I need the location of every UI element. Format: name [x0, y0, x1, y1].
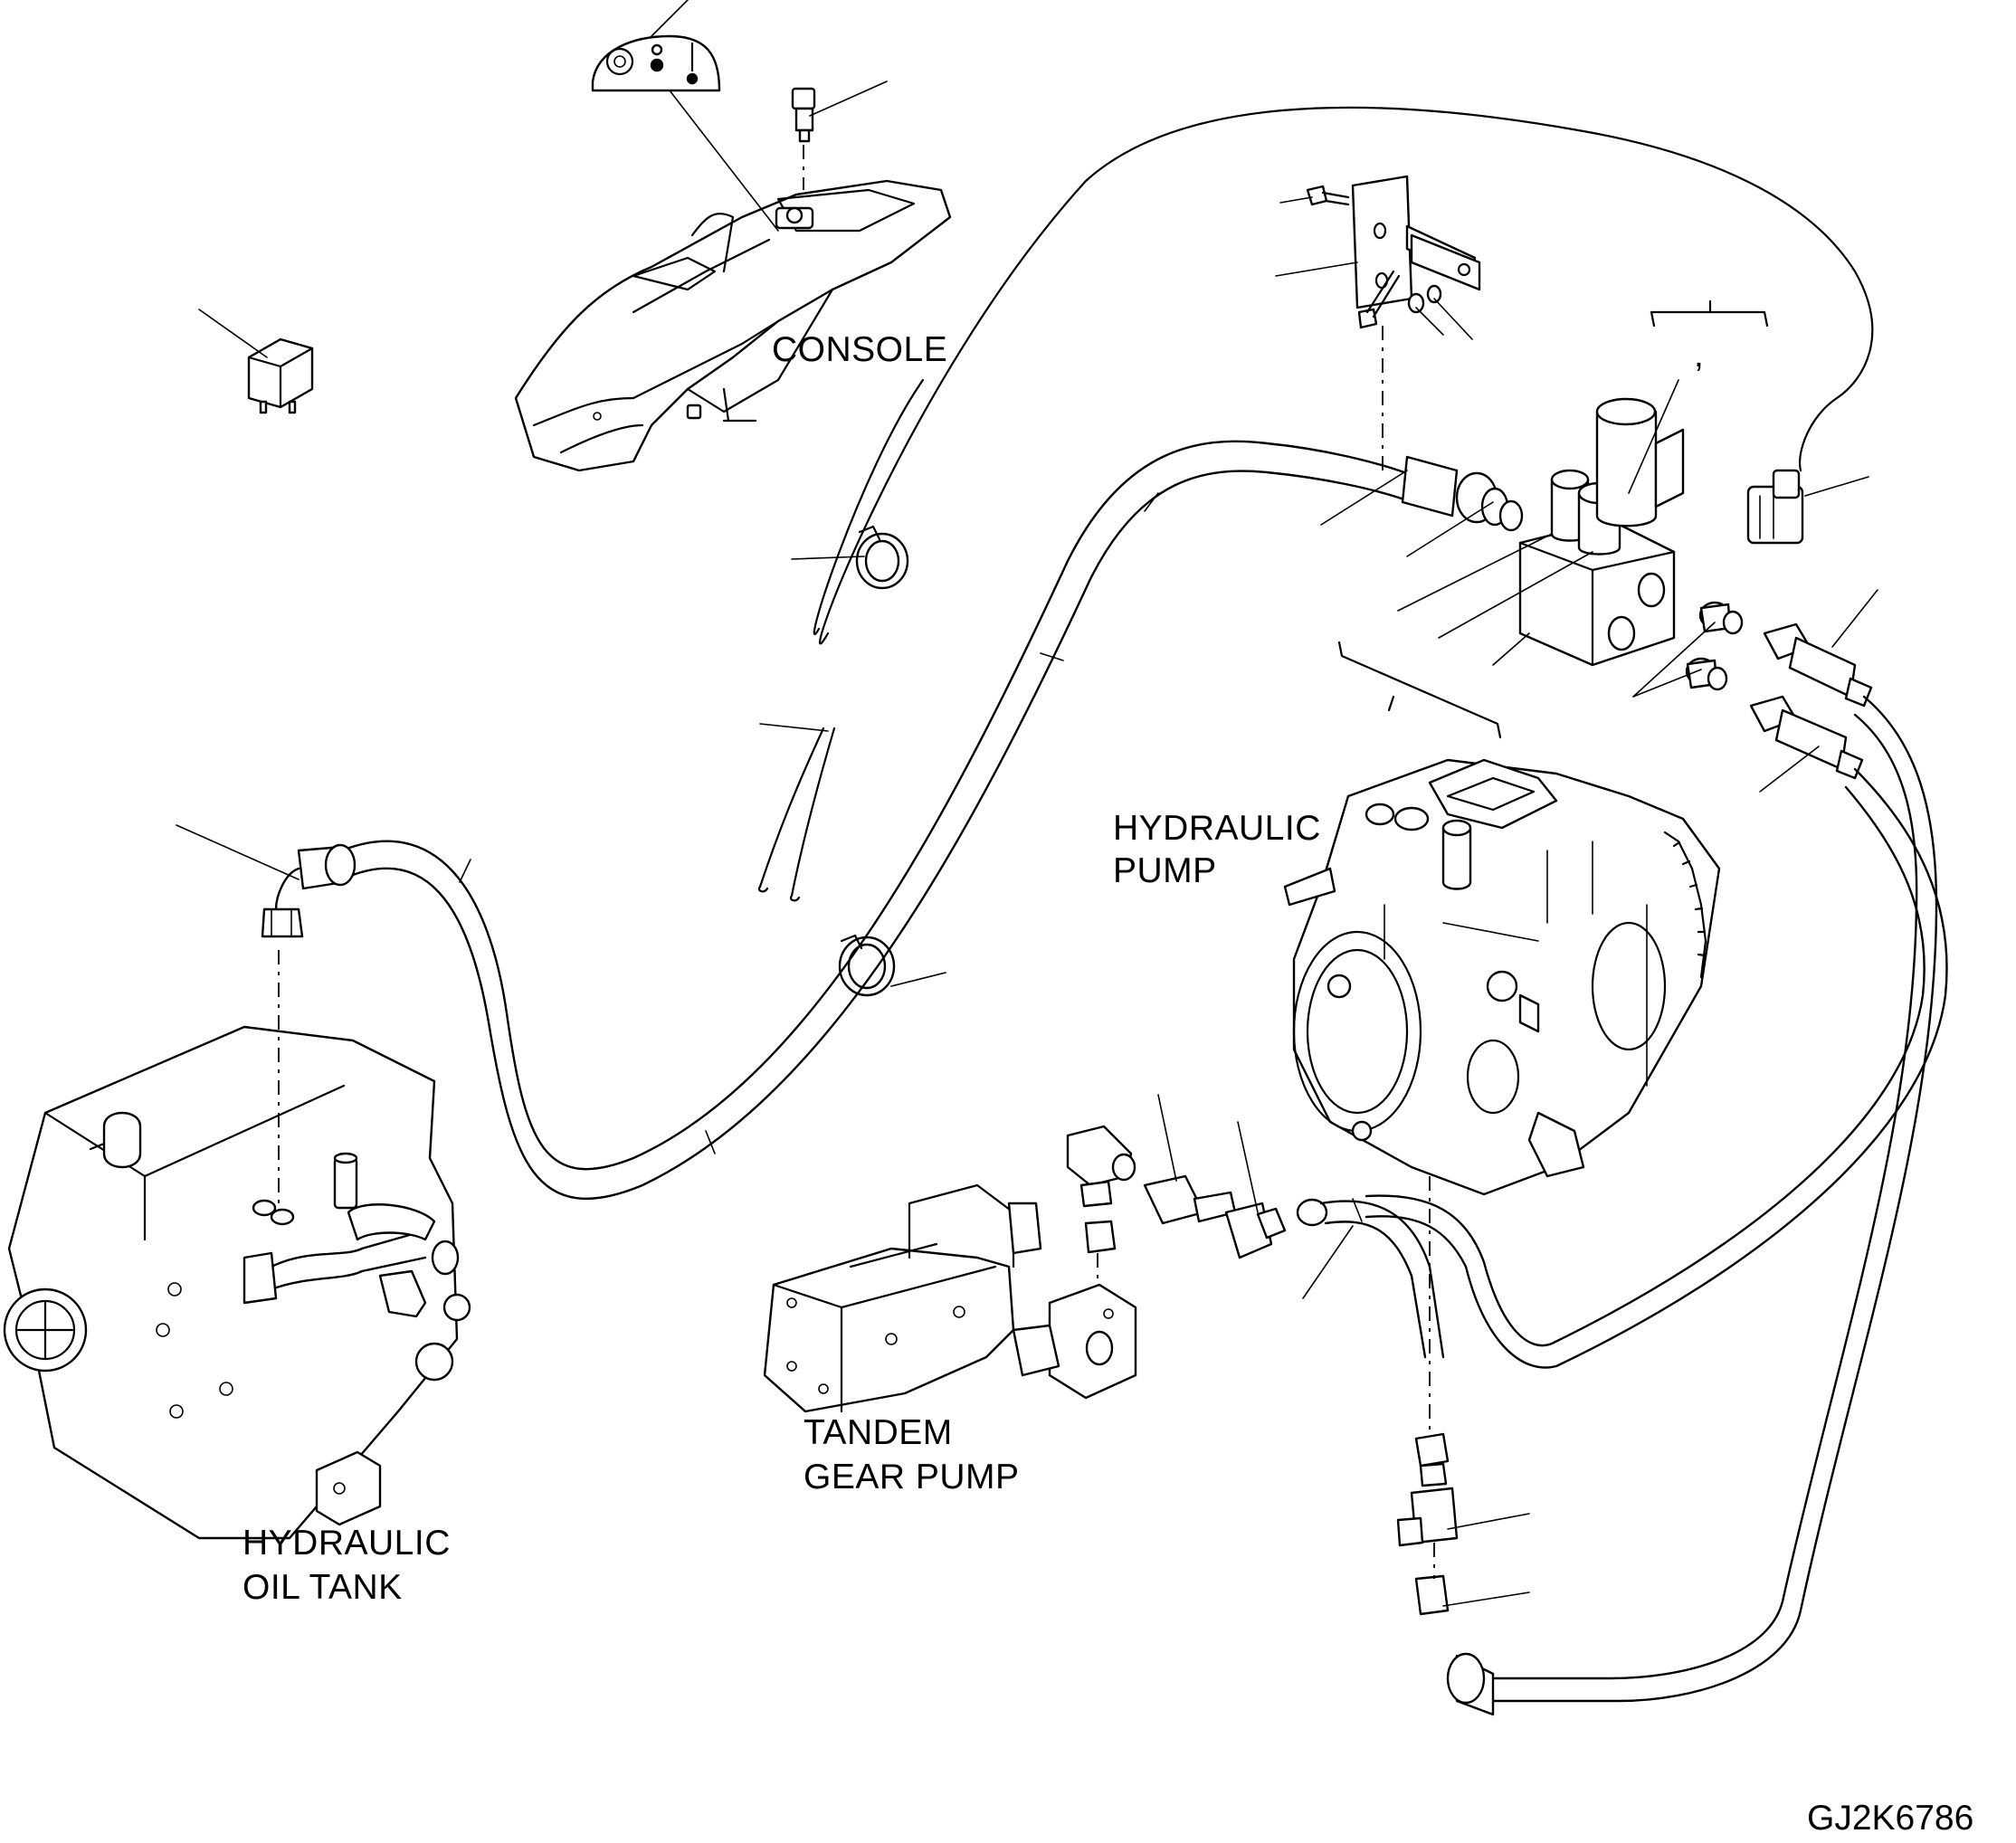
mounting-bracket [1306, 175, 1481, 470]
label-tandem-gear-pump-line2: GEAR PUMP [804, 1458, 1020, 1496]
console-assembly [514, 179, 952, 472]
harness-clamp-lower [838, 934, 896, 997]
hydraulic-oil-tank [3, 950, 471, 1540]
label-hydraulic-pump-line1: HYDRAULIC [1113, 809, 1321, 848]
switch-decal [591, 34, 779, 232]
pump-elbow-fittings [1143, 1174, 1445, 1359]
leader-lines [176, 0, 1878, 1607]
harness-clamp-upper [855, 525, 909, 590]
pump-hoses [1365, 622, 1948, 1716]
label-comma-mark: , [1694, 336, 1704, 375]
hydraulic-pump [1283, 758, 1721, 1430]
valve-reference-brackets [1337, 299, 1769, 739]
relay [247, 337, 314, 414]
return-hose [261, 440, 1524, 1201]
label-hydraulic-pump-line2: PUMP [1113, 851, 1217, 890]
label-console: CONSOLE [772, 330, 947, 369]
hose-end-fitting-tank [261, 843, 357, 938]
pressure-switch [791, 87, 816, 190]
solenoid-valve [1518, 397, 1685, 667]
electrical-harness [757, 106, 1874, 997]
hose-end-fitting-valve [1401, 455, 1524, 532]
tandem-gear-pump [763, 1125, 1137, 1413]
label-tandem-gear-pump-line1: TANDEM [804, 1413, 953, 1452]
drawing-code: GJ2K6786 [1807, 1799, 1973, 1838]
label-hydraulic-oil-tank-line2: OIL TANK [242, 1568, 403, 1607]
tee-fitting [1396, 1432, 1459, 1616]
label-hydraulic-oil-tank-line1: HYDRAULIC [242, 1524, 451, 1563]
valve-adapters [1685, 601, 1744, 691]
